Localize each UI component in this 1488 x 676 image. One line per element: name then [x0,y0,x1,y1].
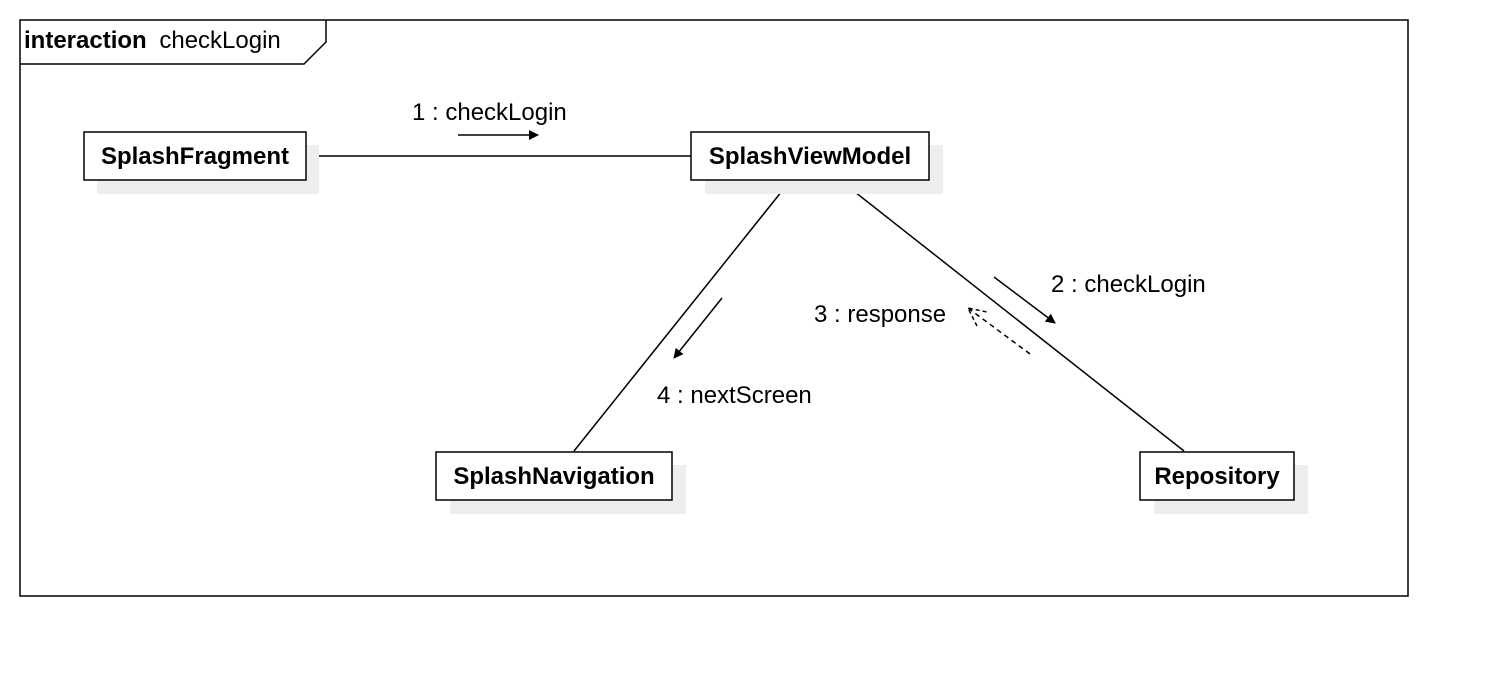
message-4: 4 : nextScreen [657,297,812,409]
links [306,155,1185,452]
message-1: 1 : checkLogin [412,99,567,140]
frame-name-tab [20,20,327,65]
message-arrow [993,276,1056,324]
message-label: 2 : checkLogin [1051,271,1206,298]
object-splash-navigation: SplashNavigation [435,451,686,514]
object-label: SplashFragment [101,143,289,170]
message-arrow [967,307,1031,355]
message-label: 1 : checkLogin [412,99,567,126]
message-label: 4 : nextScreen [657,382,812,409]
object-box [690,131,930,181]
object-splash-fragment: SplashFragment [83,131,319,194]
frame-border [19,19,1409,597]
object-repository: Repository [1139,451,1308,514]
link-viewmodel-repository [840,180,1185,452]
object-label: Repository [1154,463,1280,490]
message-3: 3 : response [814,301,1031,355]
frame-interaction-name: checkLogin [159,27,280,54]
message-label: 3 : response [814,301,946,328]
object-label: SplashViewModel [709,143,911,170]
message-arrow [673,297,723,359]
link-viewmodel-navigation [573,180,791,452]
object-box [1139,451,1295,501]
frame-keyword: interaction [24,27,147,54]
message-2: 2 : checkLogin [993,271,1206,324]
object-box [83,131,307,181]
object-label: SplashNavigation [453,463,654,490]
object-box [435,451,673,501]
interaction-frame: interaction checkLogin [19,19,1409,597]
frame-title: interaction checkLogin [24,27,281,54]
object-splash-view-model: SplashViewModel [690,131,943,194]
